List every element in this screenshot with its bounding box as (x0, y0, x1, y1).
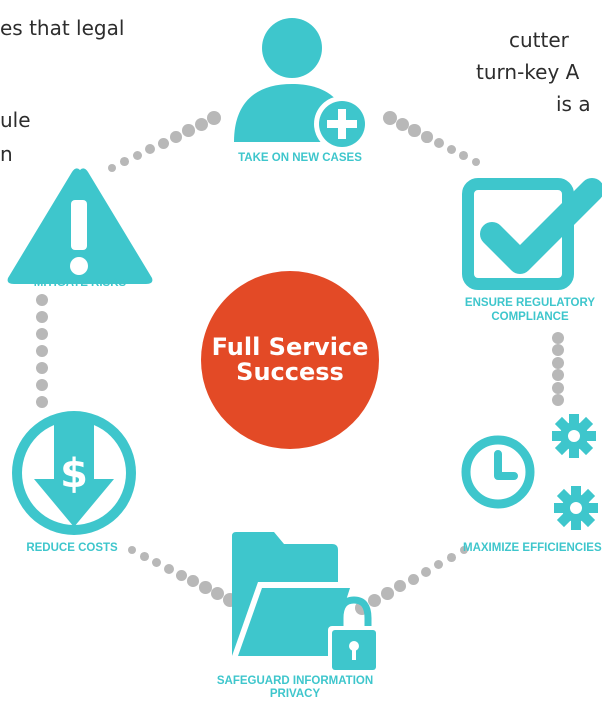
dollar-down-arrow-icon: $ (12, 411, 136, 535)
connector-dot (395, 117, 409, 131)
connector-dot (420, 566, 431, 577)
connector-dot (36, 396, 48, 408)
connector-dot (120, 157, 130, 167)
connector-dot (151, 557, 162, 568)
connector-dot (460, 546, 468, 554)
connector-dot (552, 394, 564, 406)
label-safeguard-information: SAFEGUARD INFORMATION (216, 675, 374, 687)
center-circle: Full Service Success (201, 271, 379, 449)
connector-dot (36, 379, 48, 391)
center-title-line1: Full Service (211, 333, 369, 361)
folder-lock-icon (232, 532, 380, 674)
connector-dot (408, 124, 421, 137)
clock-gears-icon (461, 414, 598, 530)
background-text-fragment: turn-key A (476, 60, 580, 84)
connector-dot (163, 563, 174, 574)
connector-dot (36, 328, 48, 340)
label-ensure-regulatory: ENSURE REGULATORY (464, 297, 596, 309)
connector-dot (472, 158, 480, 166)
connector-dot (433, 137, 445, 149)
connector-dot (446, 552, 456, 562)
svg-text:$: $ (60, 451, 88, 497)
connector-dot (381, 587, 394, 600)
background-text-fragment: es that legal (0, 16, 125, 40)
connector-dot (552, 369, 564, 382)
connector-dot (194, 117, 208, 131)
connector-dot (145, 144, 156, 155)
warning-triangle-icon (7, 168, 153, 284)
background-text-fragment: cutter (509, 28, 569, 52)
connector-dot (187, 575, 200, 588)
connector-dot (169, 130, 182, 143)
center-title-line2: Success (236, 358, 344, 386)
connector-dot (552, 332, 564, 344)
connector-dot (36, 362, 48, 374)
connector-dot (552, 356, 564, 369)
connector-dot (552, 381, 564, 394)
connector-dot (421, 131, 433, 143)
connector-dot (128, 546, 136, 554)
label-mitigate-risks: MITIGATE RISKS (33, 277, 127, 289)
connector-dot (211, 587, 225, 601)
background-text-fragment: n (0, 142, 13, 166)
user-add-icon (234, 18, 370, 152)
checkbox-check-icon (462, 178, 602, 290)
connector-dot (157, 137, 169, 149)
connector-dot (36, 294, 48, 306)
label-reduce-costs: REDUCE COSTS (26, 542, 118, 554)
connector-dot (199, 581, 212, 594)
connector-dot (368, 594, 382, 608)
label-take-on-new-cases: TAKE ON NEW CASES (238, 152, 362, 164)
connector-dot (407, 573, 419, 585)
connector-dot (36, 345, 48, 357)
connector-dot (139, 551, 149, 561)
connector-dot (446, 144, 457, 155)
connector-dot (552, 344, 564, 357)
connector-dot (182, 124, 195, 137)
connector-dot (433, 559, 444, 570)
label-compliance: COMPLIANCE (491, 311, 569, 323)
background-text-fragment: is a (556, 92, 591, 116)
connector-dot (175, 569, 187, 581)
connector-dot (132, 150, 143, 161)
label-privacy: PRIVACY (269, 688, 321, 700)
connector-dot (108, 164, 116, 172)
connector-dot (394, 580, 407, 593)
connector-dot (207, 111, 221, 125)
connector-dot (459, 151, 469, 161)
connector-dot (383, 111, 397, 125)
label-maximize-efficiencies: MAXIMIZE EFFICIENCIES (463, 542, 602, 554)
background-text-fragment: ule (0, 108, 31, 132)
connector-dot (36, 311, 48, 323)
